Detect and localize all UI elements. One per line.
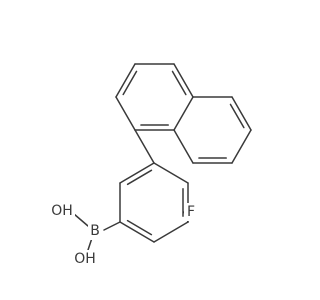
- molecule-canvas: F B OH OH: [49, 63, 252, 268]
- atom-hydroxyl-upper: OH: [49, 202, 75, 220]
- bond-phenyl-3-double: [126, 219, 153, 236]
- bond-phenyl-4: [153, 221, 189, 243]
- atom-fluorine: F: [184, 203, 198, 221]
- atom-boron: B: [88, 222, 102, 240]
- bond-naph-9: [231, 129, 252, 164]
- bond-phenyl-1: [119, 162, 155, 184]
- bond-phenyl-1-double: [126, 169, 153, 186]
- atom-hydroxyl-lower: OH: [72, 250, 98, 268]
- bond-naph-7: [173, 129, 194, 164]
- bond-naph-2: [115, 96, 136, 131]
- boron-label: B: [90, 223, 100, 239]
- bond-naph-5: [173, 63, 194, 98]
- bond-naph-10: [231, 96, 252, 131]
- bond-b-oh-upper: [73, 213, 89, 227]
- hydroxyl-upper-label: OH: [51, 203, 73, 219]
- bond-naph-10-double: [229, 103, 245, 129]
- structure-diagram: F B OH OH: [49, 63, 252, 268]
- bond-naph-1-double: [122, 70, 138, 96]
- bond-group: [73, 63, 252, 251]
- bond-biaryl: [134, 129, 155, 164]
- hydroxyl-lower-label-bg: [72, 250, 98, 268]
- bond-naph-5-double: [171, 70, 187, 96]
- fluorine-label: F: [187, 204, 195, 220]
- boron-label-bg: [88, 222, 102, 240]
- bond-phenyl-6: [153, 162, 189, 184]
- hydroxyl-lower-label: OH: [74, 251, 96, 267]
- fluorine-label-bg: [184, 203, 198, 221]
- bond-phenyl-3: [119, 221, 155, 243]
- bond-naph-fusion: [173, 96, 194, 131]
- hydroxyl-upper-label-bg: [49, 202, 75, 220]
- bond-c-b: [103, 221, 121, 231]
- bond-naph-1: [115, 63, 136, 98]
